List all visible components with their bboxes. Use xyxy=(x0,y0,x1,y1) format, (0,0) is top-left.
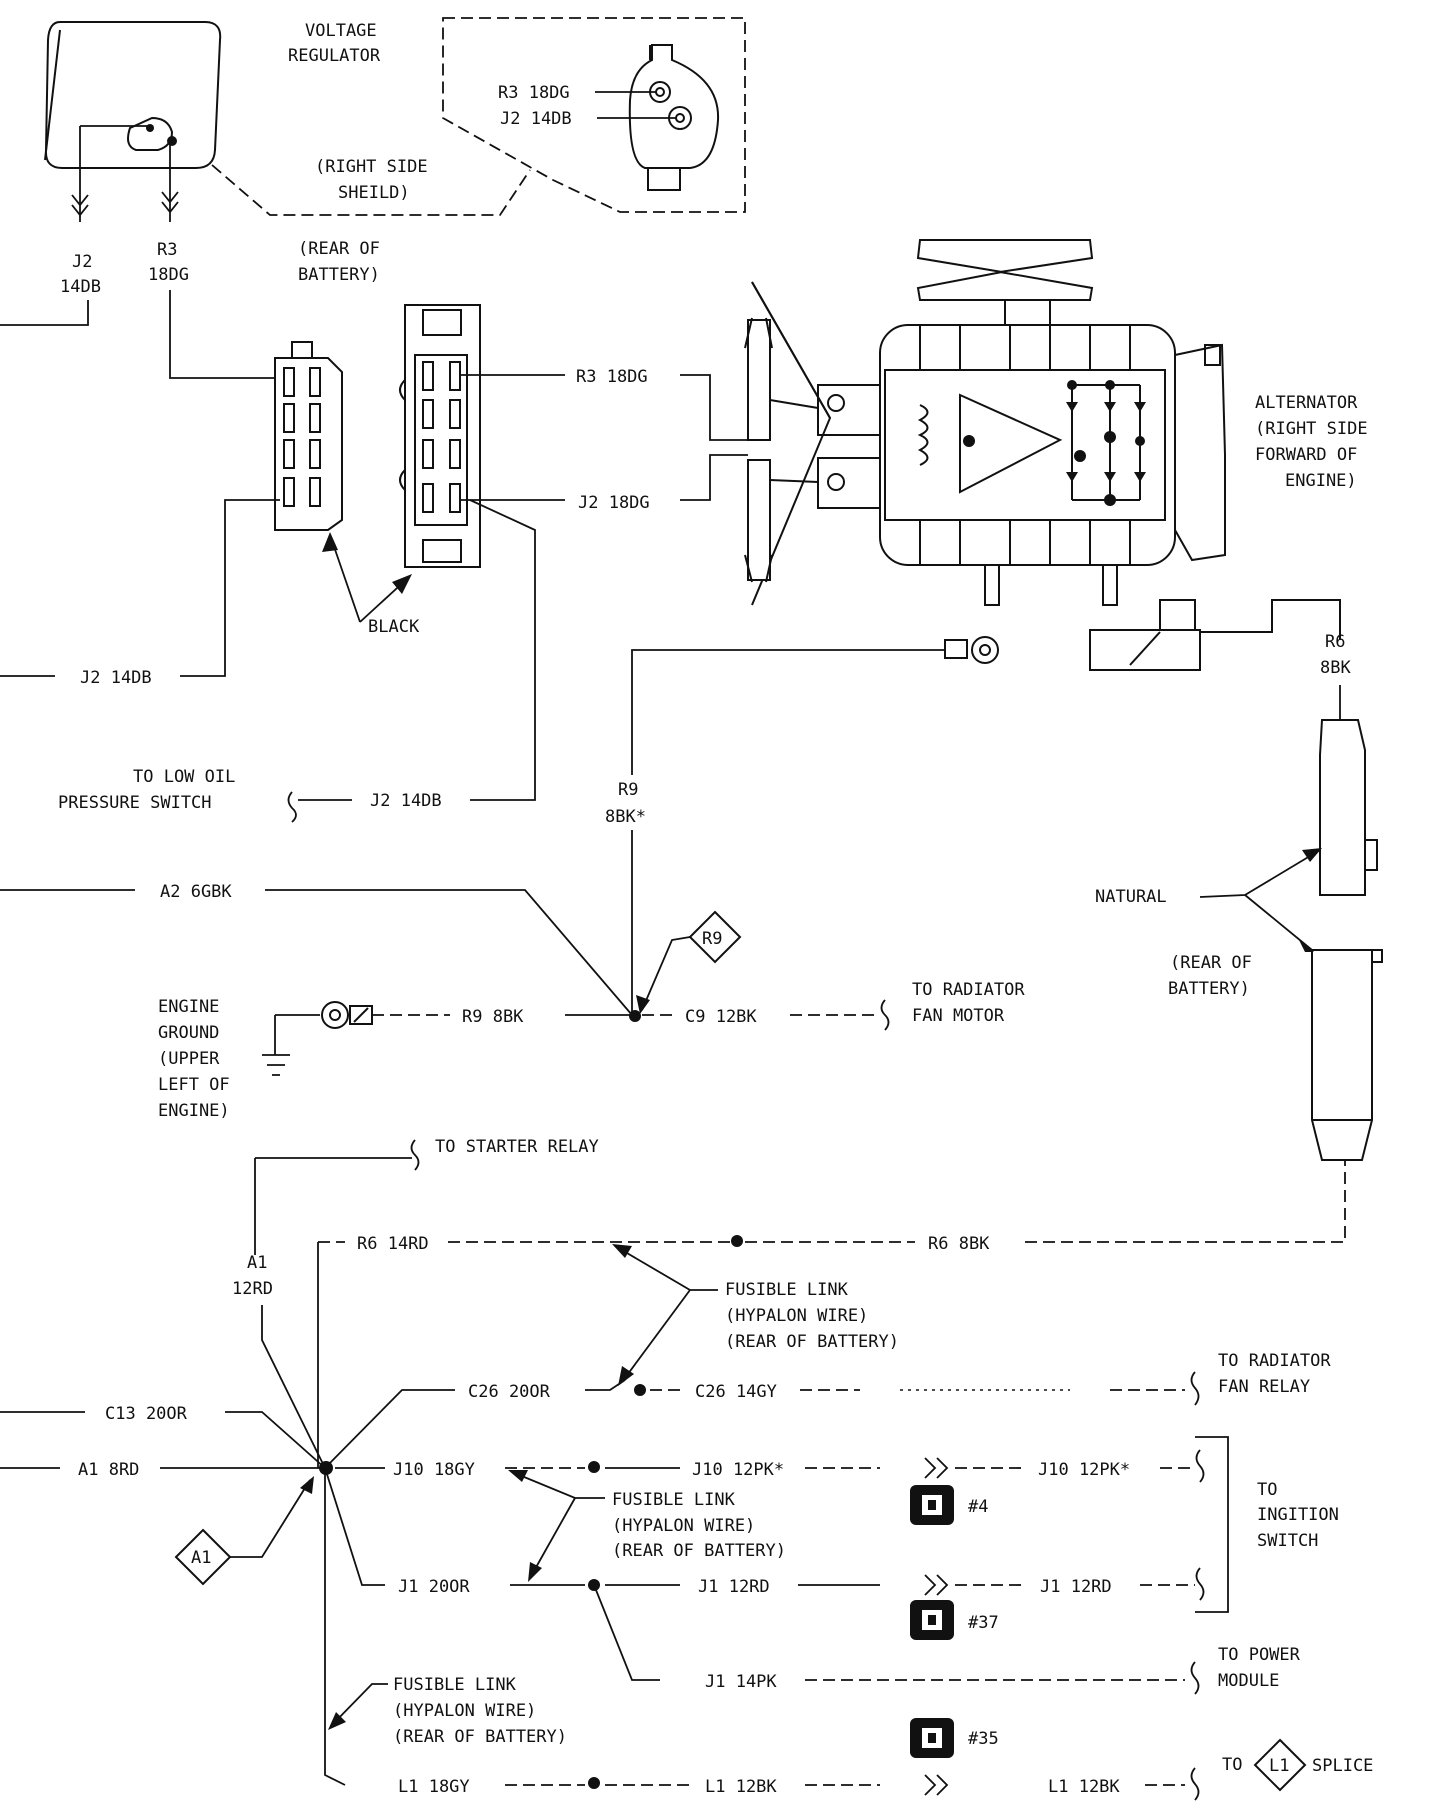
label-r3-18dg-conn: R3 18DG xyxy=(576,367,648,387)
badge-37 xyxy=(910,1600,954,1640)
label-j2-18dg-conn: J2 18DG xyxy=(578,493,650,513)
natural-connector-top xyxy=(1319,719,1378,896)
label-l1-12bk-a: L1 12BK xyxy=(705,1777,777,1797)
alternator xyxy=(817,239,1226,606)
r9-ring-terminal xyxy=(944,636,999,664)
label-splice: SPLICE xyxy=(1312,1756,1373,1776)
label-to-starter-relay: TO STARTER RELAY xyxy=(435,1137,599,1157)
label-a1-8rd: A1 8RD xyxy=(78,1460,139,1480)
voltage-regulator xyxy=(44,21,222,169)
label-black: BLACK xyxy=(368,617,420,637)
label-j1-12rd-a: J1 12RD xyxy=(698,1577,770,1597)
label-c13-20or: C13 20OR xyxy=(105,1404,188,1424)
label-l1-12bk-b: L1 12BK xyxy=(1048,1777,1120,1797)
label-reg-r3-18dg: R3 18DG xyxy=(498,83,570,103)
label-j1-14pk: J1 14PK xyxy=(705,1672,777,1692)
label-j1-12rd-b: J1 12RD xyxy=(1040,1577,1112,1597)
label-l1-18gy: L1 18GY xyxy=(398,1777,470,1797)
label-natural: NATURAL xyxy=(1095,887,1167,907)
label-reg-j2-14db: J2 14DB xyxy=(500,109,572,129)
label-r6-8bk-bottom: R6 8BK xyxy=(928,1234,990,1254)
label-badge-37: #37 xyxy=(968,1613,999,1633)
label-c26-20or: C26 20OR xyxy=(468,1382,551,1402)
label-fusible-link-2: FUSIBLE LINK(HYPALON WIRE)(REAR OF BATTE… xyxy=(612,1490,786,1561)
label-j2-14db-low: J2 14DB xyxy=(370,791,442,811)
label-c9-12bk: C9 12BK xyxy=(685,1007,757,1027)
r6-battery-terminal xyxy=(1089,599,1341,671)
label-j10-18gy: J10 18GY xyxy=(393,1460,475,1480)
label-j2-14db-mid: J2 14DB xyxy=(80,668,152,688)
label-j10-12pk-b: J10 12PK* xyxy=(1038,1460,1130,1480)
regulator-connector xyxy=(628,44,720,191)
alternator-plugs xyxy=(680,281,832,606)
label-l1-diamond: L1 xyxy=(1269,1756,1289,1776)
connector-male xyxy=(274,341,343,531)
label-j10-12pk-a: J10 12PK* xyxy=(692,1460,784,1480)
label-r6-14rd: R6 14RD xyxy=(357,1234,429,1254)
engine-ground-terminal xyxy=(321,1001,373,1029)
label-badge-35: #35 xyxy=(968,1729,999,1749)
badge-4 xyxy=(910,1485,954,1525)
label-a2-6gbk: A2 6GBK xyxy=(160,882,232,902)
label-r9-8bk: R9 8BK xyxy=(462,1007,524,1027)
label-r9-diamond: R9 xyxy=(702,929,722,949)
label-fusible-link-3: FUSIBLE LINK(HYPALON WIRE)(REAR OF BATTE… xyxy=(393,1675,567,1747)
natural-connector-bottom xyxy=(1311,949,1383,1161)
label-j1-20or: J1 20OR xyxy=(398,1577,470,1597)
label-badge-4: #4 xyxy=(968,1497,988,1517)
label-to-prefix: TO xyxy=(1222,1755,1242,1775)
badge-35 xyxy=(910,1718,954,1758)
label-c26-14gy: C26 14GY xyxy=(695,1382,777,1402)
label-fusible-link-1: FUSIBLE LINK(HYPALON WIRE)(REAR OF BATTE… xyxy=(725,1280,899,1352)
label-a1-diamond: A1 xyxy=(191,1548,211,1568)
connector-female xyxy=(399,304,481,568)
